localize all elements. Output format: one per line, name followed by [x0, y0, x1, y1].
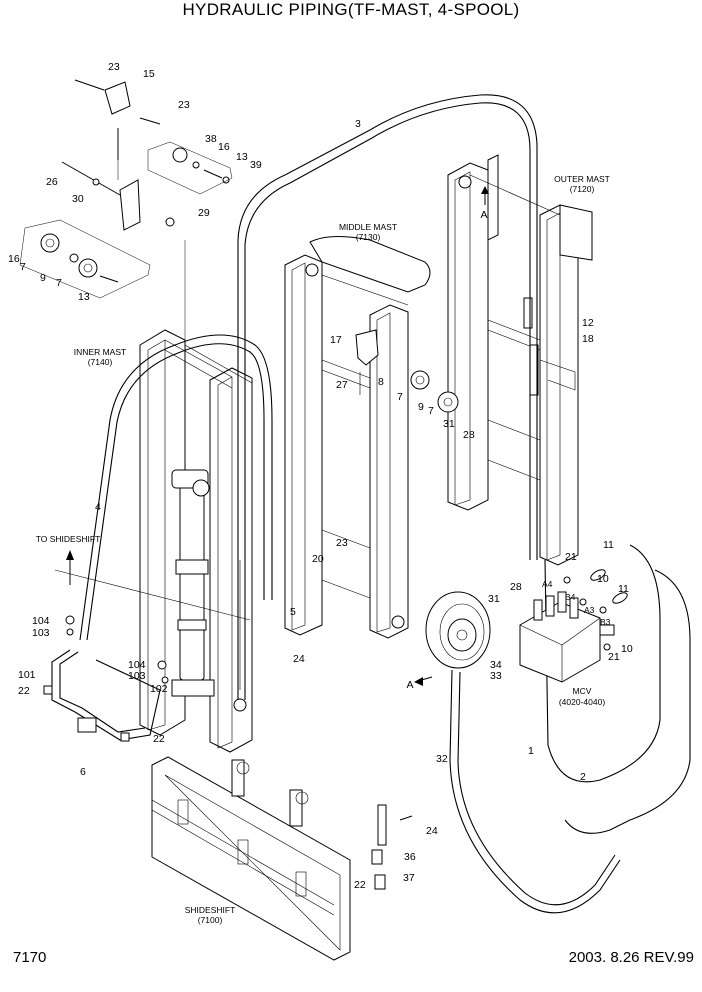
- part-label: 5: [290, 606, 296, 618]
- part-label: 104: [128, 659, 146, 671]
- shideshift-carriage: [151, 756, 351, 961]
- fittings: [43, 186, 489, 890]
- part-label: 17: [330, 334, 342, 346]
- part-label: 18: [582, 333, 594, 345]
- part-label: 2: [580, 771, 586, 783]
- caption-to-shideshift: TO SHIDESHIFT: [36, 534, 101, 544]
- part-label: 8: [378, 376, 384, 388]
- part-label: 31: [488, 593, 500, 605]
- part-label: 23: [178, 99, 190, 111]
- part-label: 16: [8, 253, 20, 265]
- hose-4: [79, 334, 273, 641]
- caption-mcv: MCV: [573, 686, 592, 696]
- part-label: 101: [18, 669, 36, 681]
- part-label: 13: [236, 151, 248, 163]
- part-label: 20: [312, 553, 324, 565]
- port-label: A4: [542, 579, 553, 589]
- part-label: 103: [32, 627, 50, 639]
- part-label: 24: [293, 653, 305, 665]
- part-label: 4: [95, 501, 101, 513]
- part-label: 11: [603, 539, 614, 551]
- mcv-valve: [519, 569, 628, 683]
- part-label: 21: [608, 651, 620, 663]
- part-label: 15: [143, 68, 155, 80]
- part-label: 9: [40, 272, 46, 284]
- page-title: HYDRAULIC PIPING(TF-MAST, 4-SPOOL): [182, 0, 520, 19]
- caption-shideshift-code: (7100): [198, 915, 223, 925]
- part-label: 26: [46, 176, 58, 188]
- part-label: 30: [72, 193, 84, 205]
- part-label: 7: [428, 405, 434, 417]
- caption-inner-mast: INNER MAST: [74, 347, 126, 357]
- part-label: 12: [582, 317, 594, 329]
- hose-reel: [425, 591, 491, 669]
- part-label: 27: [336, 379, 348, 391]
- part-label: 32: [436, 753, 448, 765]
- view-a-label: A: [480, 209, 487, 221]
- outer-mast: [410, 154, 593, 566]
- part-label: 29: [198, 207, 210, 219]
- part-label: 23: [336, 537, 348, 549]
- caption-mcv-code: (4020-4040): [559, 697, 605, 707]
- part-label: 6: [80, 766, 86, 778]
- part-label: 31: [443, 418, 455, 430]
- part-label: 36: [404, 851, 416, 863]
- part-label: 28: [463, 429, 475, 441]
- hose-3: [237, 94, 538, 700]
- caption-middle-mast-code: (7130): [356, 232, 381, 242]
- part-label: 10: [621, 643, 633, 655]
- part-label: 34: [490, 659, 502, 671]
- caption-outer-mast: OUTER MAST: [554, 174, 610, 184]
- view-a-label-reel: A: [406, 679, 413, 691]
- part-label: 1: [528, 745, 534, 757]
- middle-mast: [284, 236, 431, 639]
- part-label: 16: [218, 141, 230, 153]
- part-label: 28: [510, 581, 522, 593]
- part-label: 7: [397, 391, 403, 403]
- part-label: 24: [426, 825, 438, 837]
- part-label: 13: [78, 291, 90, 303]
- part-label: 9: [418, 401, 424, 413]
- caption-inner-mast-code: (7140): [88, 357, 113, 367]
- page-number: 7170: [13, 949, 47, 966]
- part-label: 102: [150, 683, 168, 695]
- caption-shideshift: SHIDESHIFT: [185, 905, 236, 915]
- inner-mast: [139, 329, 253, 753]
- part-label: 104: [32, 615, 50, 627]
- part-label: 7: [56, 277, 62, 289]
- part-label: 7: [20, 261, 26, 273]
- part-label: 11: [618, 583, 629, 595]
- part-label: 21: [565, 551, 577, 563]
- part-label: 23: [108, 61, 120, 73]
- part-label: 103: [128, 670, 146, 682]
- part-label: 38: [205, 133, 217, 145]
- part-label: 3: [355, 118, 361, 130]
- part-label: 33: [490, 670, 502, 682]
- bracket-group-top: [19, 79, 233, 345]
- part-label: 37: [403, 872, 415, 884]
- part-label: 22: [18, 685, 30, 697]
- revision-date: 2003. 8.26 REV.99: [568, 949, 694, 966]
- part-label: 39: [250, 159, 262, 171]
- port-label: A3: [584, 605, 595, 615]
- part-label: 22: [153, 733, 165, 745]
- port-label: B3: [600, 617, 611, 627]
- caption-middle-mast: MIDDLE MAST: [339, 222, 397, 232]
- part-label: 10: [597, 573, 609, 585]
- caption-outer-mast-code: (7120): [570, 184, 595, 194]
- part-label: 22: [354, 879, 366, 891]
- port-label: B4: [565, 592, 576, 602]
- hoses-to-mcv: [449, 544, 691, 914]
